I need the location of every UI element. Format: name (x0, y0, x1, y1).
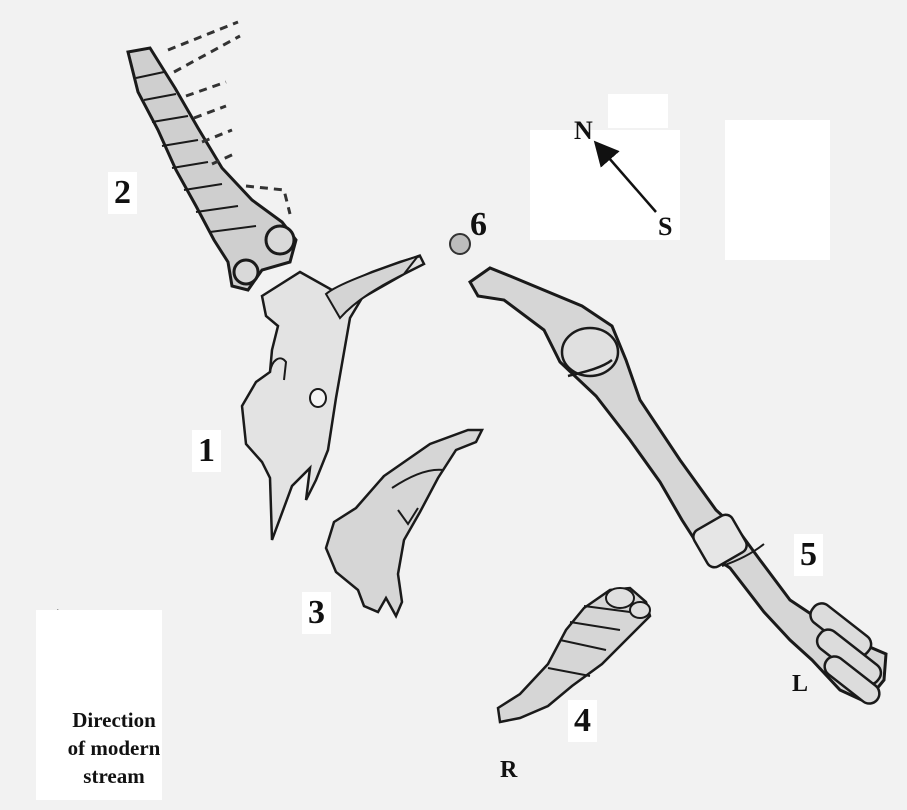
background-patch (608, 94, 668, 128)
label-6: 6 (464, 204, 493, 246)
background-patch (725, 120, 830, 260)
label-3: 3 (302, 592, 331, 634)
label-1: 1 (192, 430, 221, 472)
stream-direction-label: Direction of modern stream (44, 706, 184, 790)
label-5: 5 (794, 534, 823, 576)
side-label-right: R (500, 758, 517, 782)
bone-3-jaw (326, 430, 482, 616)
label-2: 2 (108, 172, 137, 214)
side-label-left: L (792, 672, 808, 696)
bone-2-vertebral-column (128, 22, 296, 290)
compass-north-label: N (574, 118, 593, 144)
label-4: 4 (568, 700, 597, 742)
compass-south-label: S (658, 214, 672, 240)
bone-5-forelimb (470, 268, 886, 708)
